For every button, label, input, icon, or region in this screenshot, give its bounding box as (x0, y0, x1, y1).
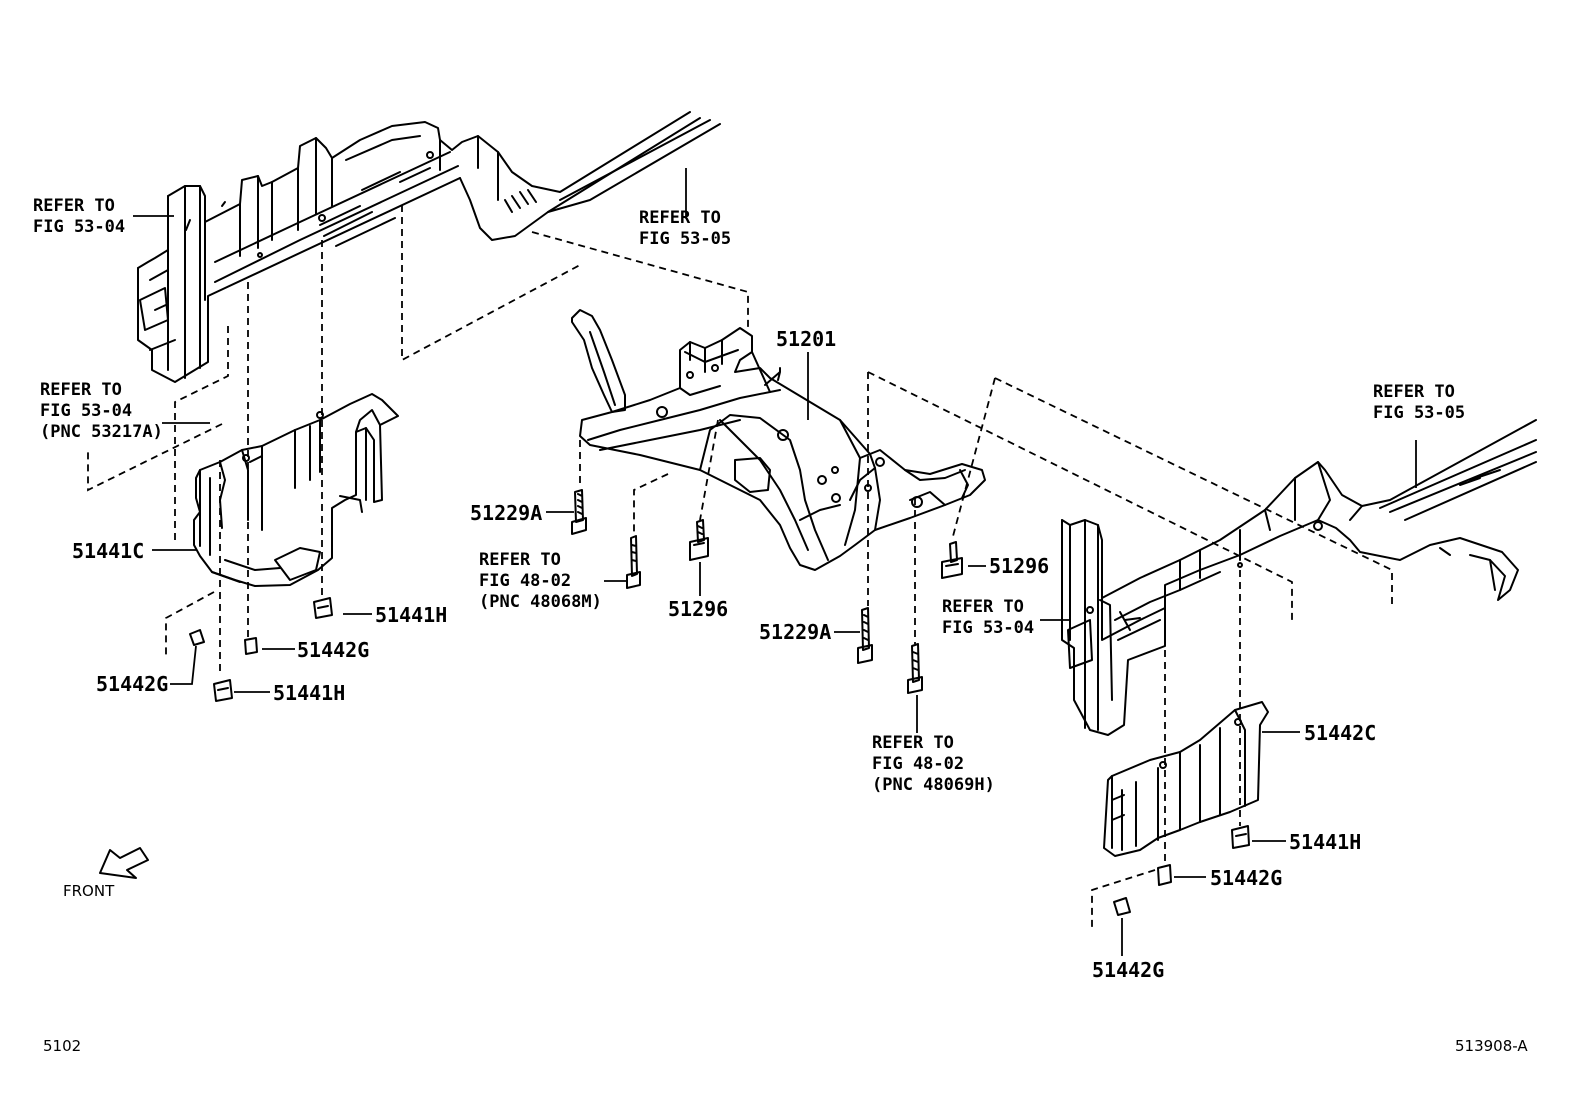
part-51441h-a[interactable]: 51441H (375, 603, 448, 627)
right-under-cover (1103, 701, 1269, 857)
assembly-guide-lines (87, 205, 1393, 928)
ref-line: REFER TO (1373, 382, 1455, 402)
ref-line: REFER TO (942, 597, 1024, 617)
part-51201[interactable]: 51201 (776, 327, 837, 351)
part-51442c[interactable]: 51442C (1304, 721, 1377, 745)
front-direction-icon (99, 847, 149, 879)
illustration-code: 513908-A (1455, 1037, 1528, 1055)
ref-line: REFER TO (479, 550, 561, 570)
fasteners (189, 489, 1250, 916)
ref-line: REFER TO (40, 380, 122, 400)
ref-line: FIG 53-04 (33, 217, 126, 237)
part-51229a-right[interactable]: 51229A (759, 620, 832, 644)
ref-line: REFER TO (33, 196, 115, 216)
part-51229a-left[interactable]: 51229A (470, 501, 543, 525)
left-under-cover (193, 393, 399, 587)
part-51442g-a[interactable]: 51442G (297, 638, 370, 662)
ref-line: FIG 53-05 (1373, 403, 1466, 423)
right-front-side-member (1061, 419, 1537, 736)
part-51442g-d[interactable]: 51442G (1092, 958, 1165, 982)
ref-line: FIG 53-05 (639, 229, 732, 249)
part-51442g-c[interactable]: 51442G (1210, 866, 1283, 890)
part-51442g-b[interactable]: 51442G (96, 672, 169, 696)
ref-line: REFER TO (639, 208, 721, 228)
ref-line: FIG 53-04 (942, 618, 1035, 638)
part-51441h-b[interactable]: 51441H (273, 681, 346, 705)
part-51441c[interactable]: 51441C (72, 539, 145, 563)
left-front-side-member (137, 111, 721, 383)
ref-line: (PNC 48068M) (479, 592, 602, 612)
ref-line: REFER TO (872, 733, 954, 753)
ref-line: (PNC 48069H) (872, 775, 995, 795)
ref-line: FIG 48-02 (479, 571, 572, 591)
front-label: FRONT (63, 882, 115, 900)
ref-line: (PNC 53217A) (40, 422, 163, 442)
page-code: 5102 (43, 1037, 82, 1055)
part-51296-center[interactable]: 51296 (668, 597, 729, 621)
leader-lines (133, 168, 1417, 956)
part-51441h-c[interactable]: 51441H (1289, 830, 1362, 854)
ref-line: FIG 53-04 (40, 401, 133, 421)
ref-line: FIG 48-02 (872, 754, 965, 774)
part-51296-right[interactable]: 51296 (989, 554, 1050, 578)
